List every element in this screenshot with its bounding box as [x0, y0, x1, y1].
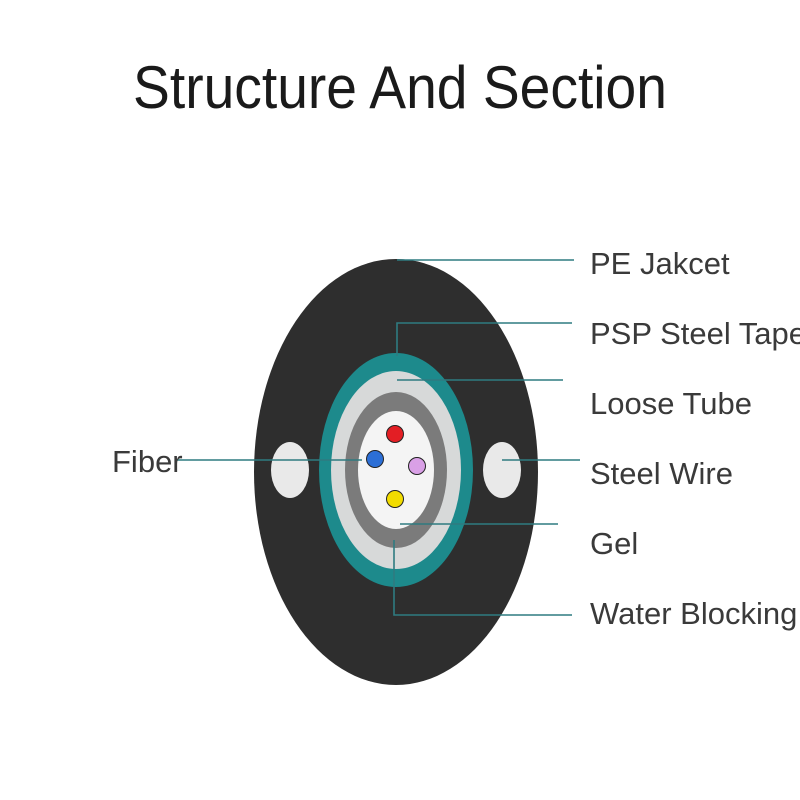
label-pe-jacket: PE Jakcet	[590, 246, 730, 281]
fiber-blue	[366, 450, 384, 468]
label-loose-tube: Loose Tube	[590, 386, 752, 421]
steel-wire-right	[483, 442, 521, 498]
page-title: Structure And Section	[133, 54, 667, 121]
gel-fill	[358, 411, 434, 529]
label-water-blocking: Water Blocking	[590, 596, 797, 631]
label-fiber: Fiber	[112, 444, 183, 479]
label-psp-steel-tape: PSP Steel Tape	[590, 316, 800, 351]
fiber-yellow	[386, 490, 404, 508]
fiber-red	[386, 425, 404, 443]
leader-water-blocking	[393, 540, 572, 616]
steel-wire-left	[271, 442, 309, 498]
fiber-violet	[408, 457, 426, 475]
label-steel-wire: Steel Wire	[590, 456, 733, 491]
leader-psp-steel-tape	[396, 322, 572, 356]
label-gel: Gel	[590, 526, 638, 561]
